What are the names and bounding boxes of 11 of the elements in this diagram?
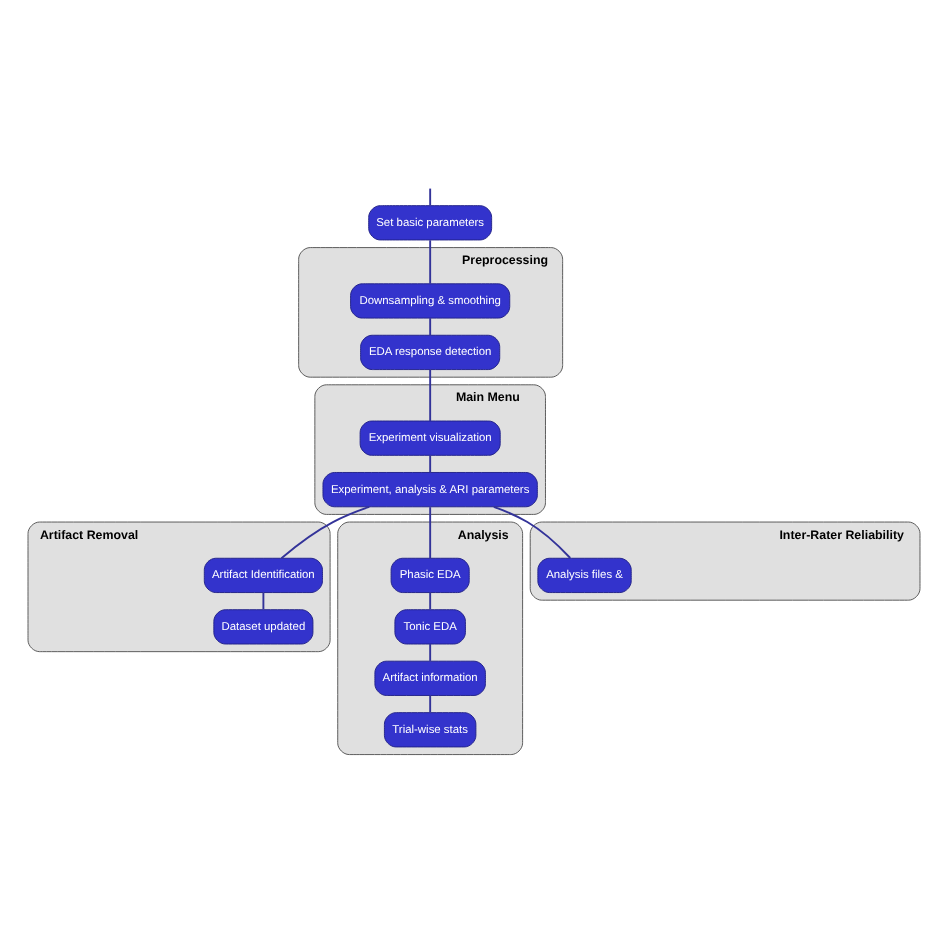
connector	[429, 186, 432, 206]
connector	[429, 316, 432, 335]
connector	[429, 505, 432, 559]
connector	[429, 367, 432, 421]
connector	[429, 642, 432, 661]
connector	[429, 453, 432, 473]
connector	[262, 590, 265, 610]
connector	[429, 238, 432, 284]
connector	[429, 693, 432, 713]
connector	[429, 590, 432, 610]
connector	[280, 504, 371, 559]
